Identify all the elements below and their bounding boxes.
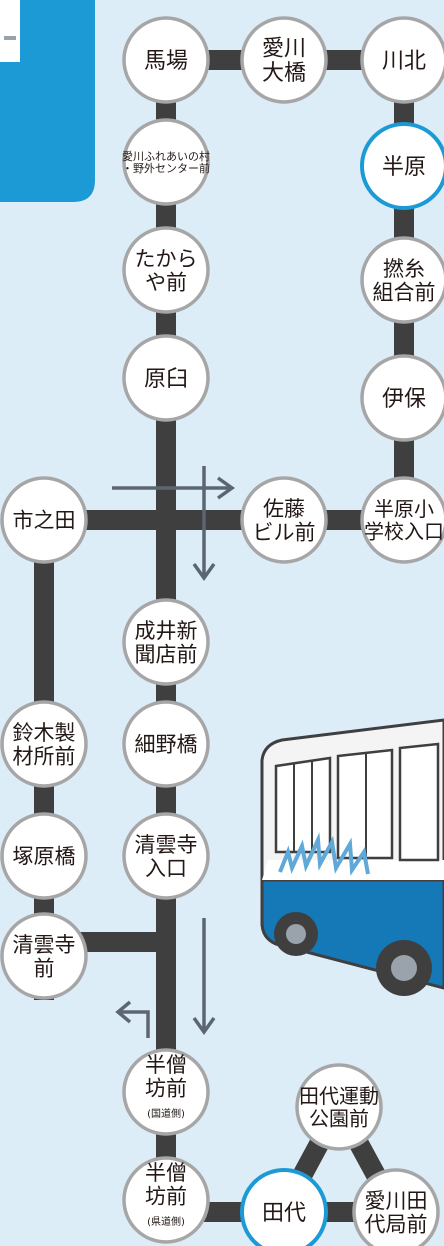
stop-name-line: 材所前 (13, 744, 76, 768)
stop-name-line: 愛川ふれあいの村 (122, 149, 210, 163)
stop-name-line: 清雲寺 (135, 833, 198, 857)
stop-name-line: 半僧 (145, 1053, 187, 1077)
stop-name-line: 成井新 (135, 619, 198, 643)
stop-name-line: 半原 (382, 155, 426, 180)
stop-name-line: 坊前 (145, 1077, 187, 1101)
stop-name-line: 佐藤 (263, 497, 305, 521)
stop-marker (360, 476, 444, 564)
stop-name-line: 入口 (145, 856, 187, 880)
stop-marker (360, 16, 444, 104)
stop-name-line: 代局前 (365, 1212, 428, 1236)
stop-name-line: 清雲寺 (13, 933, 76, 957)
stop-name-line: 聞店前 (135, 642, 198, 666)
stop-marker (240, 1168, 328, 1246)
stop-marker (122, 1156, 210, 1244)
stop-name-line: 学校入口 (364, 519, 444, 543)
stop-name-line: 田代 (262, 1201, 306, 1226)
info-panel (0, 0, 95, 202)
stop-marker (122, 118, 210, 206)
stop-name-line: 組合前 (373, 280, 436, 304)
bus-stop-baba[interactable]: 馬場 (122, 16, 210, 104)
stop-marker (122, 598, 210, 686)
stop-name-line: 鈴木製 (13, 721, 76, 745)
stop-marker (0, 812, 88, 900)
stop-marker (122, 1048, 210, 1136)
direction-arrows (112, 466, 236, 1038)
stop-note: (県道側) (147, 1215, 185, 1228)
stop-name-line: たから (135, 247, 198, 271)
stop-name-line: 撚糸 (383, 257, 425, 281)
stop-marker (122, 226, 210, 314)
arrow-turn-left-icon (115, 1000, 150, 1038)
stop-marker (0, 700, 88, 788)
bus-stop-hosonobashi[interactable]: 細野橋 (122, 700, 210, 788)
stop-name-line: ・野外センター前 (122, 161, 210, 175)
arrow-right-icon (112, 476, 236, 500)
stop-marker (122, 334, 210, 422)
bus-stop-kawakita[interactable]: 川北 (360, 16, 444, 104)
stop-name-line: 大橋 (262, 61, 306, 86)
stop-marker (352, 1168, 440, 1246)
stop-name-line: 原臼 (144, 367, 188, 392)
stop-note: (国道側) (147, 1107, 185, 1120)
stop-marker (240, 476, 328, 564)
stop-name-line: 半僧 (145, 1161, 187, 1185)
stop-marker (360, 122, 444, 210)
stop-marker (0, 476, 88, 564)
stop-name-line: 半原小 (374, 497, 434, 521)
stop-name-line: や前 (145, 270, 187, 294)
stop-name-line: 愛川 (262, 37, 306, 62)
stop-name-line: ビル前 (253, 520, 316, 544)
stop-name-line: 公園前 (309, 1106, 369, 1130)
stop-marker (360, 236, 444, 324)
stop-marker (122, 700, 210, 788)
bus-stop-iho[interactable]: 伊保 (360, 354, 444, 442)
stop-name-line: 細野橋 (135, 733, 198, 757)
stop-name-line: 伊保 (382, 387, 426, 412)
bus-stop-hanbara[interactable]: 半原 (360, 122, 444, 210)
arrow-down-icon (192, 466, 216, 582)
stop-marker (0, 912, 88, 1000)
arrow-down-icon (192, 918, 216, 1036)
stop-marker (122, 16, 210, 104)
stop-marker (295, 1063, 383, 1151)
stop-name-line: 塚原橋 (13, 845, 76, 869)
bus-stop-harausu[interactable]: 原臼 (122, 334, 210, 422)
stop-name-line: 坊前 (145, 1185, 187, 1209)
stop-name-line: 川北 (382, 49, 426, 74)
route-lines (34, 50, 414, 1222)
stop-marker (122, 812, 210, 900)
stop-name-line: 馬場 (144, 49, 188, 74)
stop-marker (360, 354, 444, 442)
stop-name-line: 田代運動 (299, 1084, 379, 1108)
stop-name-line: 前 (34, 956, 55, 980)
stop-name-line: 愛川田 (365, 1189, 428, 1213)
bus-stop-tsukahara[interactable]: 塚原橋 (0, 812, 88, 900)
bus-illustration (260, 718, 444, 996)
bus-stop-ichinota[interactable]: 市之田 (0, 476, 88, 564)
bus-stop-tashiro[interactable]: 田代 (240, 1168, 328, 1246)
stop-marker (240, 16, 328, 104)
stop-name-line: 市之田 (13, 509, 76, 533)
bus-stop-fureai[interactable]: 愛川ふれあいの村・野外センター前 (122, 118, 210, 206)
